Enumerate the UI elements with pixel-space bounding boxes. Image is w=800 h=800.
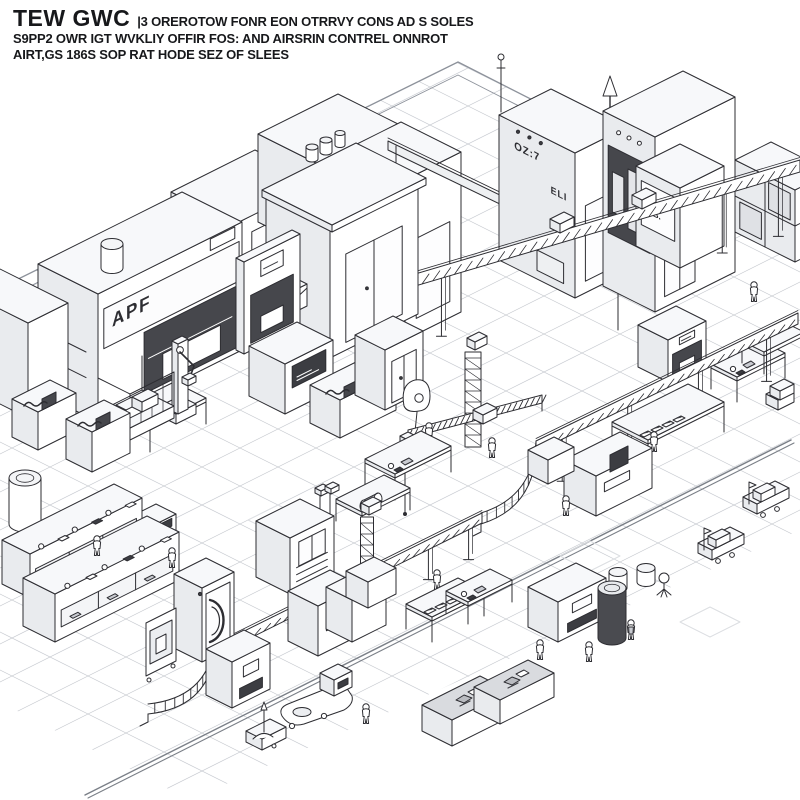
caption-line-3: AIRT,GS 186S SOP RAT HODE SEZ OF SLEES (13, 47, 289, 63)
caption-line-1: TEW GWC |3 OREROTOW FONR EON OTRRVY CONS… (13, 5, 474, 31)
caption-block: TEW GWC |3 OREROTOW FONR EON OTRRVY CONS… (13, 5, 474, 63)
caption-brand: TEW GWC (13, 5, 131, 31)
caption-line-2: S9PP2 OWR IGT WVKLIY OFFIR FOS: AND AIRS… (13, 31, 448, 47)
caption-line1-rest: |3 OREROTOW FONR EON OTRRVY CONS AD S SO… (137, 14, 474, 29)
svg-text:B.: B. (653, 208, 661, 222)
